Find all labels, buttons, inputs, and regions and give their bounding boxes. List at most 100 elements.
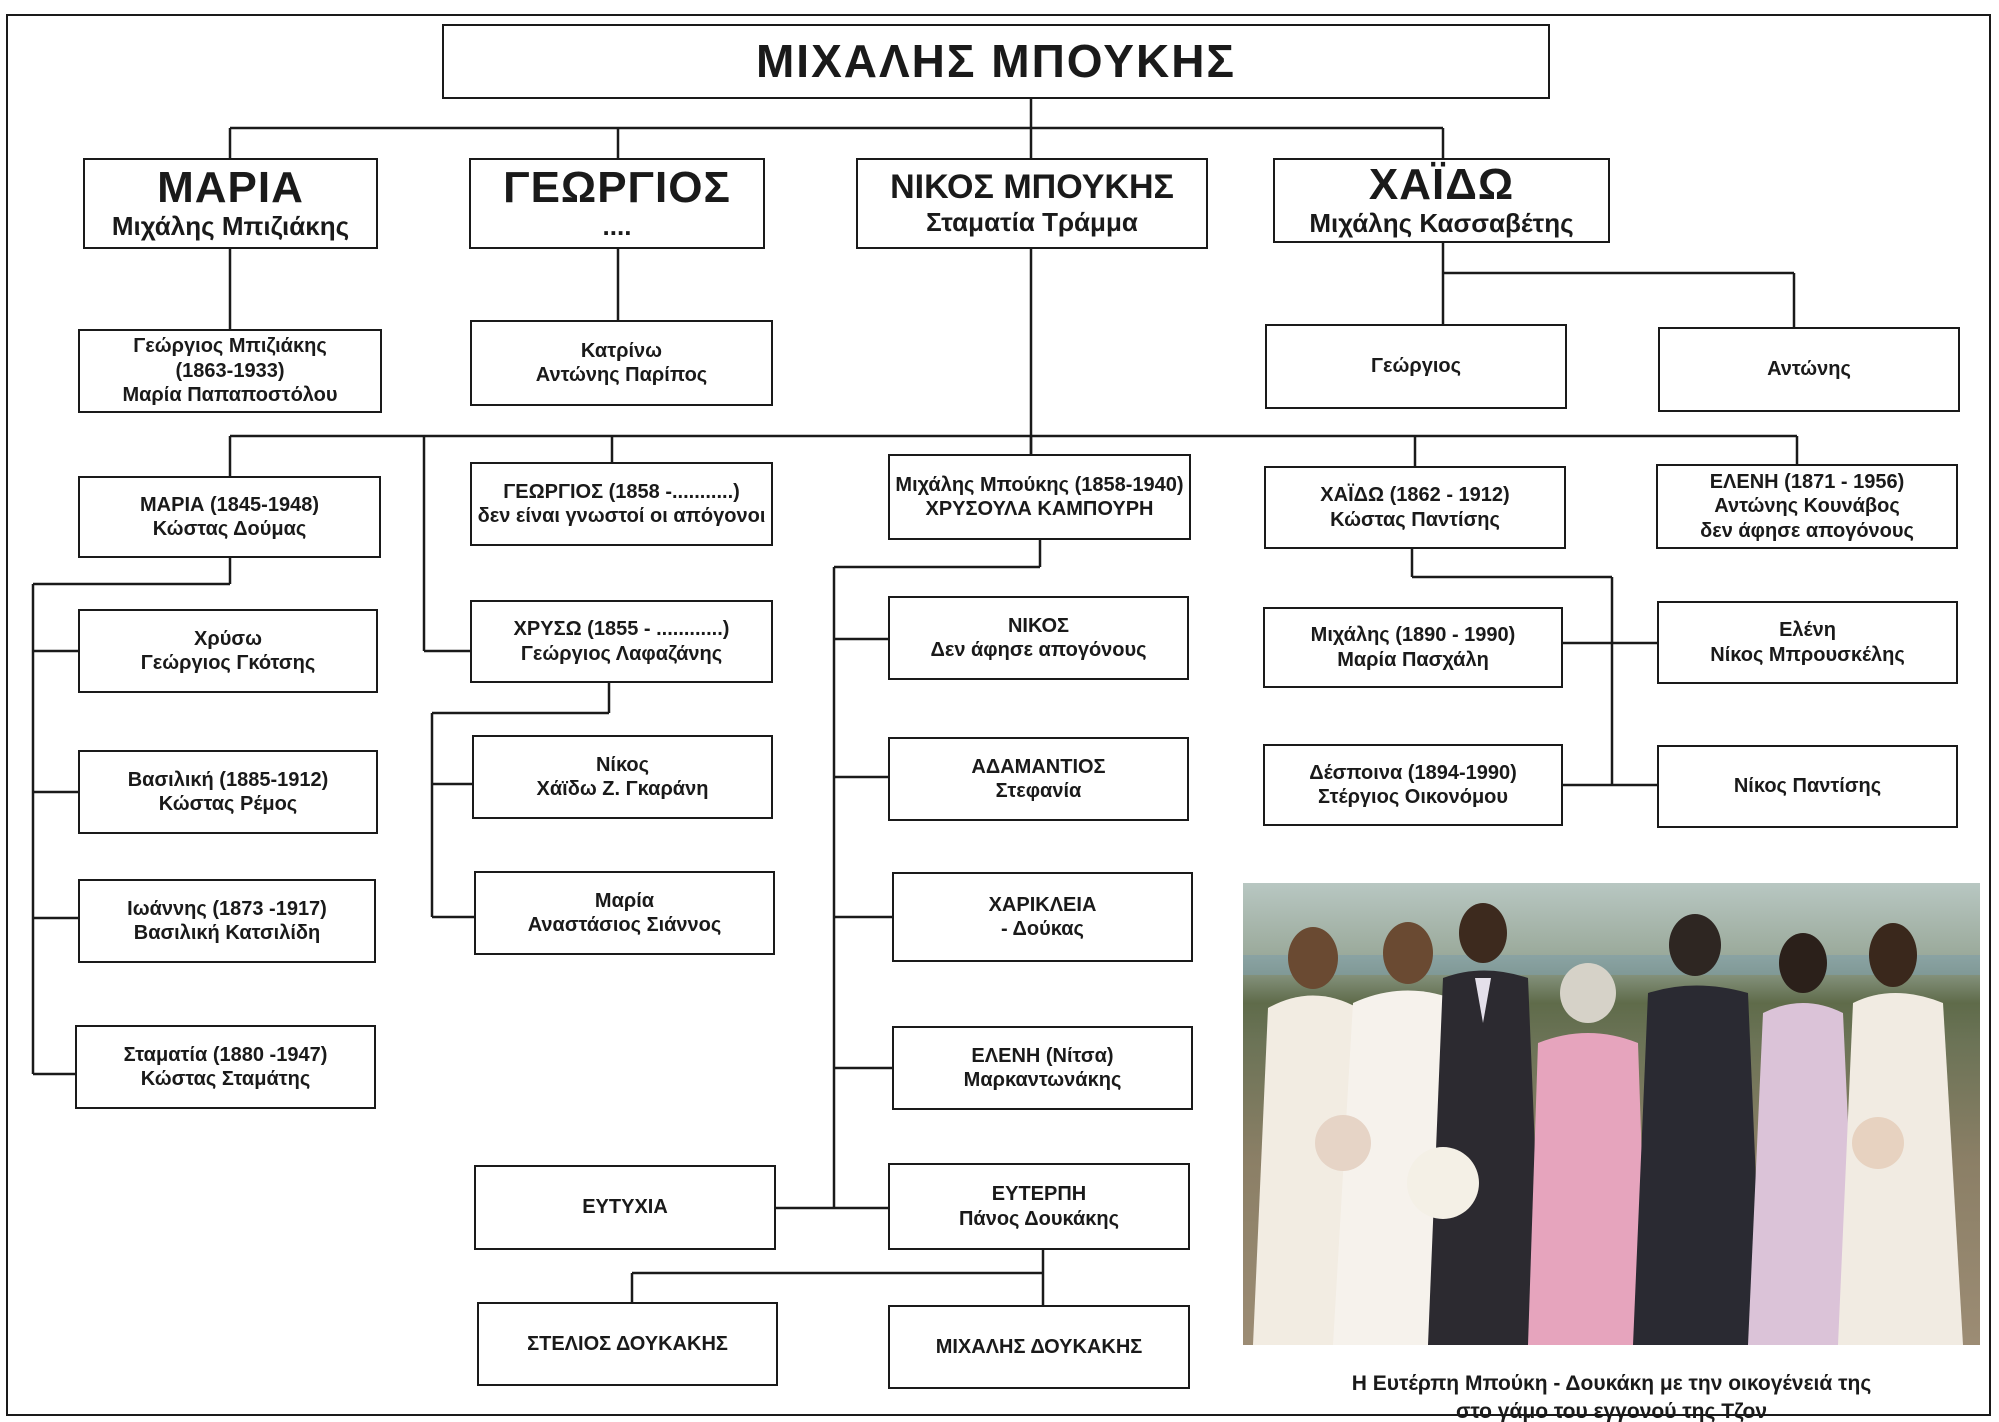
- child-box-maria: ΜΑΡΙΑ Μιχάλης Μπιζιάκης: [83, 158, 378, 249]
- person-name: Κατρίνω: [580, 339, 663, 362]
- person-spouse: Αντώνης Παρίπος: [535, 364, 708, 386]
- child-name: ΝΙΚΟΣ ΜΠΟΥΚΗΣ: [890, 168, 1174, 207]
- grandchild-box-georgios-mpiziakis: Γεώργιος Μπιζιάκης (1863-1933) Μαρία Παπ…: [78, 329, 382, 413]
- person-name: ΓΕΩΡΓΙΟΣ (1858 -...........): [503, 480, 740, 503]
- person-name: ΝΙΚΟΣ: [1007, 614, 1070, 637]
- person-spouse: Μαρία Πασχάλη: [1337, 648, 1489, 671]
- person-spouse: Κώστας Δούμας: [152, 518, 307, 540]
- person-box-stamatia: Σταματία (1880 -1947) Κώστας Σταμάτης: [75, 1025, 376, 1109]
- child-name: ΓΕΩΡΓΙΟΣ: [503, 162, 731, 212]
- child-spouse: Μιχάλης Μπιζιάκης: [111, 210, 350, 241]
- family-wedding-photo: [1243, 883, 1980, 1345]
- person-box-eftychia: ΕΥΤΥΧΙΑ: [474, 1165, 776, 1250]
- caption-line-1: Η Ευτέρπη Μπούκη - Δουκάκη με την οικογέ…: [1351, 1372, 1872, 1395]
- child-name: ΧΑΪΔΩ: [1368, 159, 1515, 209]
- person-name: Χρύσω: [194, 627, 262, 650]
- page-border: [6, 14, 1991, 1416]
- person-name: ΣΤΕΛΙΟΣ ΔΟΥΚΑΚΗΣ: [527, 1332, 728, 1355]
- person-box-stelios-doukakis: ΣΤΕΛΙΟΣ ΔΟΥΚΑΚΗΣ: [477, 1302, 778, 1386]
- person-name: Δέσποινα (1894-1990): [1309, 761, 1517, 784]
- grandchild-box-katrino: Κατρίνω Αντώνης Παρίπος: [470, 320, 773, 406]
- child-spouse: Μιχάλης Κασσαβέτης: [1309, 207, 1574, 238]
- person-box-nikos-pantisis: Νίκος Παντίσης: [1657, 745, 1958, 828]
- person-box-chaido-1862: ΧΑΪΔΩ (1862 - 1912) Κώστας Παντίσης: [1264, 466, 1566, 549]
- person-box-michalis-doukakis: ΜΙΧΑΛΗΣ ΔΟΥΚΑΚΗΣ: [888, 1305, 1190, 1389]
- person-name: ΕΥΤΕΡΠΗ: [991, 1183, 1087, 1206]
- person-spouse: Γεώργιος Λαφαζάνης: [520, 642, 723, 665]
- person-name: ΧΡΥΣΩ (1855 - ............): [513, 618, 730, 641]
- person-box-michalis-1858: Μιχάλης Μπούκης (1858-1940) ΧΡΥΣΟΥΛΑ ΚΑΜ…: [888, 454, 1191, 540]
- person-spouse: Μαρία Παπαποστόλου: [122, 384, 338, 407]
- person-spouse: Κώστας Παντίσης: [1330, 508, 1500, 531]
- person-name: ΜΙΧΑΛΗΣ ΔΟΥΚΑΚΗΣ: [935, 1335, 1143, 1358]
- child-box-georgios: ΓΕΩΡΓΙΟΣ ....: [469, 158, 765, 249]
- grandchild-box-georgios-k: Γεώργιος: [1265, 324, 1567, 409]
- person-box-nikos-moukis: ΝΙΚΟΣ Δεν άφησε απογόνους: [888, 596, 1189, 680]
- person-name: Γεώργιος: [1370, 355, 1462, 378]
- caption-line-2: στο γάμο του εγγονού της Τζον: [1455, 1400, 1768, 1422]
- person-box-michalis-pantisis: Μιχάλης (1890 - 1990) Μαρία Πασχάλη: [1263, 607, 1563, 688]
- child-box-chaido: ΧΑΪΔΩ Μιχάλης Κασσαβέτης: [1273, 158, 1610, 243]
- person-spouse: Αντώνης Κουνάβος: [1714, 495, 1900, 518]
- grandchild-box-antonis-k: Αντώνης: [1658, 327, 1960, 412]
- wedding-group-illustration: [1253, 903, 1963, 1345]
- person-name: Μιχάλης Μπούκης (1858-1940): [895, 473, 1184, 496]
- person-name: ΧΑΡΙΚΛΕΙΑ: [988, 893, 1097, 916]
- child-spouse: Σταματία Τράμμα: [926, 207, 1138, 238]
- person-name: ΕΥΤΥΧΙΑ: [582, 1196, 668, 1219]
- root-name: ΜΙΧΑΛΗΣ ΜΠΟΥΚΗΣ: [755, 35, 1237, 88]
- person-box-despoina: Δέσποινα (1894-1990) Στέργιος Οικονόμου: [1263, 744, 1563, 826]
- person-box-charikleia: ΧΑΡΙΚΛΕΙΑ - Δούκας: [892, 872, 1193, 962]
- person-name: Ιωάννης (1873 -1917): [127, 897, 327, 920]
- person-spouse: Μαρκαντωνάκης: [963, 1069, 1122, 1091]
- person-box-georgios-1858: ΓΕΩΡΓΙΟΣ (1858 -...........) δεν είναι γ…: [470, 462, 773, 546]
- person-note: Δεν άφησε απογόνους: [930, 639, 1147, 661]
- person-name: Μιχάλης (1890 - 1990): [1310, 624, 1516, 647]
- person-name: Μαρία: [594, 889, 655, 912]
- person-box-efterpi: ΕΥΤΕΡΠΗ Πάνος Δουκάκης: [888, 1163, 1190, 1250]
- person-spouse: Αναστάσιος Σιάννος: [527, 914, 722, 936]
- person-name: ΧΑΪΔΩ (1862 - 1912): [1320, 484, 1510, 507]
- person-name: Νίκος: [595, 753, 650, 776]
- person-spouse: Πάνος Δουκάκης: [958, 1207, 1120, 1230]
- person-note: δεν είναι γνωστοί οι απόγονοι: [477, 505, 766, 527]
- person-box-vasiliki: Βασιλική (1885-1912) Κώστας Ρέμος: [78, 750, 378, 834]
- person-name: ΑΔΑΜΑΝΤΙΟΣ: [971, 755, 1106, 778]
- person-box-maria-1845: ΜΑΡΙΑ (1845-1948) Κώστας Δούμας: [78, 476, 381, 558]
- root-box-michalis-moukis: ΜΙΧΑΛΗΣ ΜΠΟΥΚΗΣ: [442, 24, 1550, 99]
- person-name: Ελένη: [1779, 619, 1836, 642]
- person-spouse: Στέργιος Οικονόμου: [1317, 786, 1509, 808]
- person-name: Σταματία (1880 -1947): [123, 1043, 328, 1066]
- person-name: ΕΛΕΝΗ (Νίτσα): [971, 1044, 1114, 1067]
- person-spouse: Νίκος Μπρουσκέλης: [1710, 643, 1905, 666]
- person-box-eleni-pantisi: Ελένη Νίκος Μπρουσκέλης: [1657, 601, 1958, 684]
- person-spouse: Κώστας Σταμάτης: [140, 1068, 311, 1090]
- person-dates: (1863-1933): [175, 359, 285, 382]
- person-spouse: Βασιλική Κατσιλίδη: [133, 922, 321, 944]
- person-name: Νίκος Παντίσης: [1733, 775, 1882, 798]
- person-box-nikos-lafazanis: Νίκος Χάϊδω Ζ. Γκαράνη: [472, 735, 773, 819]
- person-spouse: - Δούκας: [1001, 918, 1084, 940]
- person-name: ΜΑΡΙΑ (1845-1948): [140, 493, 319, 516]
- person-box-adamantios: ΑΔΑΜΑΝΤΙΟΣ Στεφανία: [888, 737, 1189, 821]
- person-spouse: Χάϊδω Ζ. Γκαράνη: [536, 778, 709, 800]
- person-spouse: Κώστας Ρέμος: [158, 793, 298, 815]
- person-box-ioannis: Ιωάννης (1873 -1917) Βασιλική Κατσιλίδη: [78, 879, 376, 963]
- person-note: δεν άφησε απογόνους: [1700, 519, 1914, 542]
- person-name: Γεώργιος Μπιζιάκης: [133, 335, 327, 358]
- child-spouse: ....: [602, 210, 632, 241]
- person-name: ΕΛΕΝΗ (1871 - 1956): [1709, 470, 1905, 493]
- person-box-maria-lafazani: Μαρία Αναστάσιος Σιάννος: [474, 871, 775, 955]
- person-spouse: Στεφανία: [995, 780, 1082, 802]
- person-box-eleni-1871: ΕΛΕΝΗ (1871 - 1956) Αντώνης Κουνάβος δεν…: [1656, 464, 1958, 549]
- person-name: Αντώνης: [1767, 358, 1851, 381]
- person-box-eleni-nitsa: ΕΛΕΝΗ (Νίτσα) Μαρκαντωνάκης: [892, 1026, 1193, 1110]
- person-box-chryso-1855: ΧΡΥΣΩ (1855 - ............) Γεώργιος Λαφ…: [470, 600, 773, 683]
- person-spouse: Γεώργιος Γκότσης: [140, 652, 316, 674]
- child-name: ΜΑΡΙΑ: [157, 162, 304, 212]
- person-name: Βασιλική (1885-1912): [127, 768, 329, 791]
- person-box-chryso: Χρύσω Γεώργιος Γκότσης: [78, 609, 378, 693]
- child-box-nikos: ΝΙΚΟΣ ΜΠΟΥΚΗΣ Σταματία Τράμμα: [856, 158, 1208, 249]
